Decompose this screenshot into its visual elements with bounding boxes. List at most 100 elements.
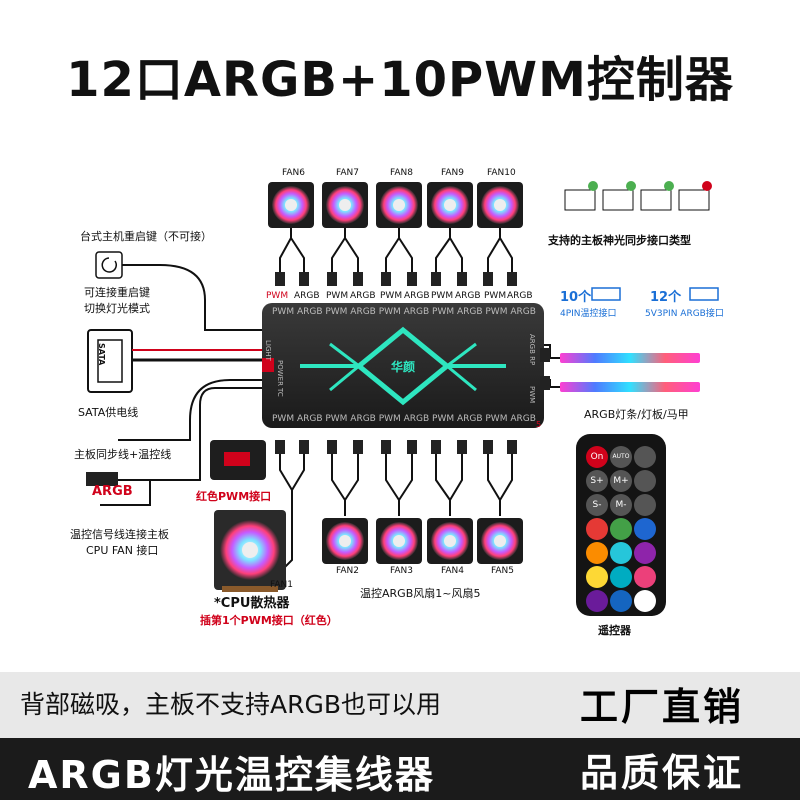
port-label-argb-3: ARGB	[404, 291, 430, 301]
hub-tc-label: TC	[276, 388, 284, 397]
sync-types-label: 支持的主板神光同步接口类型	[548, 234, 691, 247]
fan2-label: FAN2	[336, 566, 359, 576]
sata-connector	[87, 329, 262, 393]
argb-port-label: 5V3PIN ARGB接口	[645, 309, 724, 319]
pwm-count: 10个	[560, 290, 592, 305]
pwm-port-label: 4PIN温控接口	[560, 309, 617, 319]
remote-color-pink[interactable]	[634, 566, 656, 588]
banner-bottom	[0, 738, 800, 800]
remote-off-button[interactable]	[634, 446, 656, 468]
fan-10	[477, 182, 523, 228]
top-fans	[268, 182, 523, 228]
fan-5	[477, 518, 523, 564]
bottom-connectors	[275, 440, 517, 454]
promo-quality: 品质保证	[580, 751, 745, 795]
remote-color-green[interactable]	[610, 518, 632, 540]
argb-strips	[540, 344, 700, 392]
port-label-argb-4: ARGB	[455, 291, 481, 301]
port-label-pwm-5: PWM	[484, 291, 507, 301]
fan1-label: FAN1	[270, 580, 293, 590]
remote-on-button[interactable]: On	[586, 446, 608, 468]
remote-bright-down-button[interactable]	[634, 494, 656, 516]
tc-line2: CPU FAN 接口	[86, 544, 159, 557]
hub-brand-logo: 华颜	[390, 360, 415, 374]
fan-3	[376, 518, 422, 564]
hub-body	[262, 303, 544, 428]
fan4-label: FAN4	[441, 566, 464, 576]
remote-color-white[interactable]	[634, 590, 656, 612]
remote-mode-down-button[interactable]: M-	[610, 494, 632, 516]
remote-color-teal[interactable]	[610, 566, 632, 588]
hub-power-label: POWER	[276, 360, 284, 386]
fan8-label: FAN8	[390, 168, 413, 178]
fan-8	[376, 182, 422, 228]
top-connectors	[275, 272, 517, 286]
remote-color-navy[interactable]	[610, 590, 632, 612]
tc-line1: 温控信号线连接主板	[70, 528, 169, 541]
remote-color-purple[interactable]	[634, 542, 656, 564]
strip-label: ARGB灯条/灯板/马甲	[584, 408, 689, 421]
cpu-note: 插第1个PWM接口（红色）	[200, 614, 338, 627]
remote-auto-button[interactable]: AUTO	[610, 446, 632, 468]
reset-mode-line1: 可连接重启键	[84, 286, 150, 299]
reset-mode-line2: 切换灯光模式	[84, 302, 150, 315]
red-pwm-connector	[210, 440, 266, 480]
fan7-label: FAN7	[336, 168, 359, 178]
bottom-cables	[271, 454, 513, 581]
promo-factory-direct: 工厂直销	[580, 685, 745, 729]
fan-2	[322, 518, 368, 564]
port-icons	[591, 287, 719, 301]
port-label-pwm-4: PWM	[431, 291, 454, 301]
remote-bright-up-button[interactable]	[634, 470, 656, 492]
remote-color-red[interactable]	[586, 518, 608, 540]
fan5-label: FAN5	[491, 566, 514, 576]
sata-connector-text: SATA	[97, 343, 106, 366]
slogan-product: ARGB灯光温控集线器	[28, 753, 435, 797]
remote-color-orange[interactable]	[586, 542, 608, 564]
remote-mode-up-button[interactable]: M+	[610, 470, 632, 492]
top-cables	[279, 228, 513, 272]
reset-key-graphic	[95, 251, 262, 331]
remote-color-yellow[interactable]	[586, 566, 608, 588]
remote-control: On AUTO S+ M+ S- M-	[576, 434, 666, 616]
sync-type-icons	[564, 181, 712, 211]
remote-color-blue[interactable]	[634, 518, 656, 540]
banner-top	[0, 672, 800, 738]
hub-light-label: LIGHT	[264, 340, 272, 361]
argb-label: ARGB	[92, 484, 133, 499]
hub-side-pwm: PWM	[528, 386, 536, 404]
port-label-argb-1: ARGB	[294, 291, 320, 301]
argb-plug	[86, 472, 118, 486]
port-label-pwm-3: PWM	[380, 291, 403, 301]
fan6-label: FAN6	[282, 168, 305, 178]
remote-color-violet[interactable]	[586, 590, 608, 612]
fan-6	[268, 182, 314, 228]
bottom-fans	[322, 518, 523, 564]
reset-key-note: 台式主机重启键（不可接）	[80, 230, 212, 243]
remote-speed-up-button[interactable]: S+	[586, 470, 608, 492]
remote-color-cyan[interactable]	[610, 542, 632, 564]
sync-cables	[100, 379, 262, 506]
tc-fans-label: 温控ARGB风扇1~风扇5	[360, 587, 481, 600]
slogan-magnetic: 背部磁吸，主板不支持ARGB也可以用	[20, 690, 441, 719]
cpu-cooler-label: *CPU散热器	[214, 596, 290, 611]
fan-7	[322, 182, 368, 228]
fan3-label: FAN3	[390, 566, 413, 576]
page-title: 12口ARGB+10PWM控制器	[66, 52, 734, 108]
port-label-pwm-1: PWM	[266, 291, 289, 301]
cpu-cooler	[214, 510, 286, 592]
hub-corner-mark: 5	[536, 420, 542, 429]
hub-rp-label: ARGB RP	[528, 334, 536, 366]
remote-label: 遥控器	[598, 624, 631, 637]
port-label-argb-2: ARGB	[350, 291, 376, 301]
fan-9	[427, 182, 473, 228]
sata-label: SATA供电线	[78, 406, 139, 419]
port-label-pwm-2: PWM	[326, 291, 349, 301]
sync-line-label: 主板同步线+温控线	[74, 448, 172, 461]
fan10-label: FAN10	[487, 168, 516, 178]
remote-speed-down-button[interactable]: S-	[586, 494, 608, 516]
fan9-label: FAN9	[441, 168, 464, 178]
port-label-argb-5: ARGB	[507, 291, 533, 301]
